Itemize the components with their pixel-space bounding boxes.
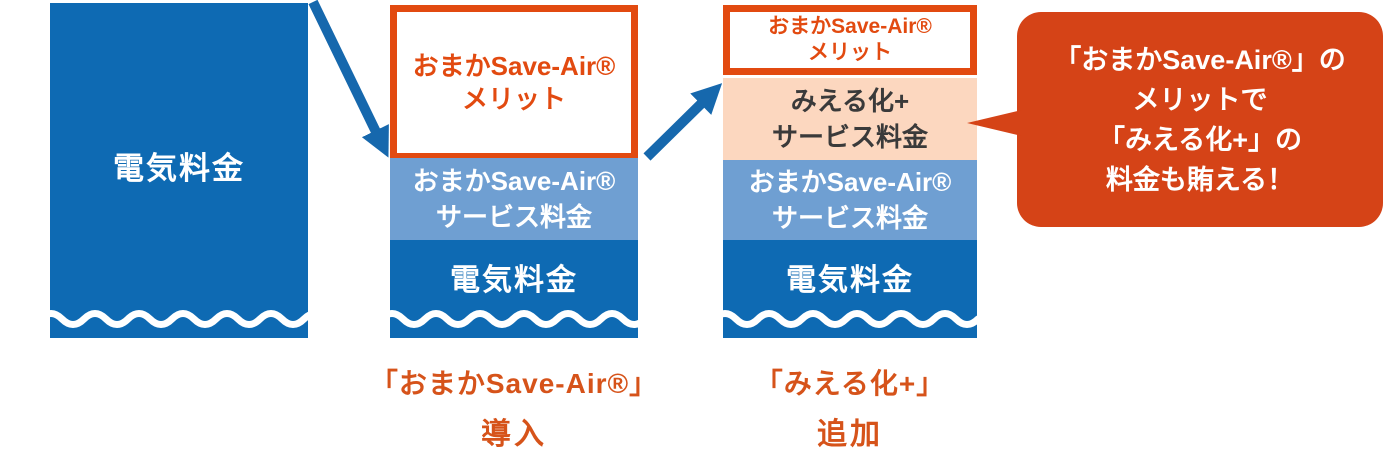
right-mieruka-line1: みえる化+: [790, 86, 910, 116]
middle-service-fee-box: おまかSave-Air® サービス料金: [390, 158, 638, 240]
right-merit-line1: おまかSave-Air®: [768, 15, 932, 38]
callout-pointer-icon: [967, 110, 1022, 136]
right-mieruka-fee-box: みえる化+ サービス料金: [723, 78, 977, 160]
callout-line2: メリットで: [1132, 84, 1268, 115]
middle-electricity-label: 電気料金: [450, 264, 578, 297]
right-mieruka-line2: サービス料金: [771, 122, 928, 152]
right-merit-line2: メリット: [808, 41, 892, 64]
middle-merit-line1: おまかSave-Air®: [412, 50, 616, 81]
middle-caption: 「おまかSave-Air®」 導入: [354, 362, 674, 453]
arrow-middle-to-right-icon: [643, 83, 723, 161]
right-electricity-label: 電気料金: [786, 264, 914, 297]
arrow-left-to-middle-icon: [308, 0, 389, 158]
middle-caption-line2: 導入: [481, 418, 547, 451]
right-column-mieruka: おまかSave-Air® メリット みえる化+ サービス料金 おまかSave-A…: [712, 0, 982, 340]
middle-service-line1: おまかSave-Air®: [412, 166, 616, 196]
right-service-fee-box: おまかSave-Air® サービス料金: [723, 160, 977, 240]
right-merit-box: おまかSave-Air® メリット: [723, 5, 977, 75]
callout-line3: 「みえる化+」の: [1098, 124, 1302, 155]
right-caption-line1: 「みえる化+」: [754, 368, 946, 399]
middle-service-line2: サービス料金: [435, 202, 592, 232]
callout-line1: 「おまかSave-Air®」の: [1054, 44, 1346, 75]
before-electricity-box: 電気料金: [50, 3, 308, 338]
middle-merit-line2: メリット: [461, 83, 566, 114]
middle-merit-box: おまかSave-Air® メリット: [390, 5, 638, 160]
right-service-line1: おまかSave-Air®: [748, 167, 952, 197]
right-caption-line2: 追加: [817, 418, 883, 451]
before-electricity-label: 電気料金: [113, 151, 245, 186]
callout-bubble: 「おまかSave-Air®」の メリットで 「みえる化+」の 料金も賄える！: [1017, 12, 1383, 227]
right-caption: 「みえる化+」 追加: [690, 362, 1010, 453]
middle-column-save-air: おまかSave-Air® メリット おまかSave-Air® サービス料金 電気…: [379, 0, 649, 340]
middle-caption-line1: 「おまかSave-Air®」: [369, 368, 659, 399]
callout-line4: 料金も賄える！: [1105, 164, 1295, 195]
right-service-line2: サービス料金: [771, 203, 928, 233]
